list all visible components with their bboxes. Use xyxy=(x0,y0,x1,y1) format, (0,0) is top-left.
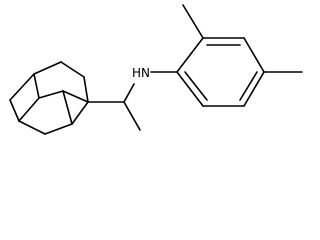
ethyl-linker xyxy=(87,83,141,131)
bond xyxy=(9,99,20,122)
double-bond xyxy=(184,71,208,101)
bond xyxy=(33,73,40,99)
methyl-groups xyxy=(182,4,303,73)
bond xyxy=(176,71,204,107)
bond xyxy=(60,61,85,78)
adamantane-cage xyxy=(9,61,89,135)
bond xyxy=(33,61,62,75)
bond xyxy=(71,101,89,125)
amine-label: HN xyxy=(132,66,150,80)
bond xyxy=(38,90,64,99)
bond xyxy=(83,76,89,103)
bond xyxy=(123,83,135,103)
bond xyxy=(9,73,35,101)
double-bond xyxy=(239,71,258,101)
bond xyxy=(62,90,89,103)
benzene-ring xyxy=(176,37,265,107)
bond xyxy=(176,37,204,73)
chemical-structure: HN xyxy=(9,4,303,135)
bond xyxy=(18,120,46,135)
bond xyxy=(44,123,73,135)
bond xyxy=(62,90,73,125)
bond xyxy=(123,101,141,131)
bond xyxy=(243,37,265,73)
bond xyxy=(243,71,265,107)
methyl-bond xyxy=(182,4,204,39)
bond xyxy=(18,97,40,122)
